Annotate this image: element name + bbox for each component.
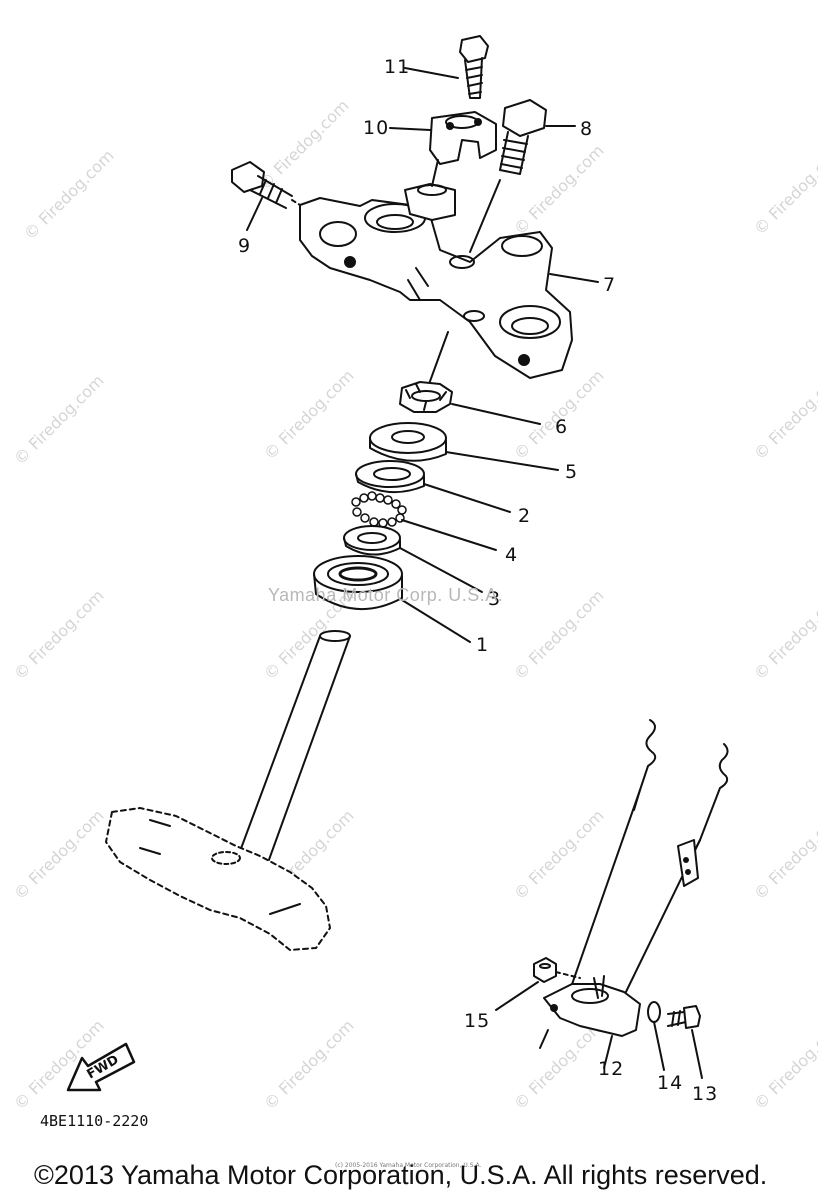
part-3-lower-race bbox=[343, 525, 401, 556]
callout-4: 4 bbox=[505, 544, 519, 566]
part-15-nut bbox=[533, 957, 557, 983]
tiny-copyright: (c) 2005-2016 Yamaha Motor Corporation, … bbox=[335, 1162, 482, 1169]
part-number: 4BE1110-2220 bbox=[40, 1112, 149, 1130]
callout-1: 1 bbox=[476, 634, 490, 656]
leader-7 bbox=[549, 273, 599, 283]
leader-14 bbox=[653, 1021, 665, 1071]
leader-1 bbox=[401, 599, 471, 643]
callout-8: 8 bbox=[580, 118, 594, 140]
under-bracket-stem bbox=[105, 630, 351, 951]
callout-5: 5 bbox=[565, 461, 579, 483]
copyright-text: ©2013 Yamaha Motor Corporation, U.S.A. A… bbox=[34, 1160, 768, 1190]
part-10-holder bbox=[429, 111, 497, 165]
fwd-arrow bbox=[66, 1042, 136, 1092]
callout-15: 15 bbox=[464, 1010, 491, 1032]
part-8-bolt bbox=[499, 99, 547, 175]
leader-9 bbox=[246, 197, 263, 231]
part-14-washer bbox=[647, 1001, 661, 1023]
fork-tube-assembly bbox=[569, 719, 729, 1001]
callout-9: 9 bbox=[238, 235, 252, 257]
leader-3 bbox=[399, 547, 483, 593]
part-1-bearing bbox=[313, 555, 403, 610]
callout-14: 14 bbox=[657, 1072, 684, 1094]
leader-15 bbox=[495, 981, 539, 1011]
callout-7: 7 bbox=[603, 274, 617, 296]
part-9-bolt bbox=[231, 161, 293, 209]
callout-13: 13 bbox=[692, 1083, 719, 1105]
callout-2: 2 bbox=[518, 505, 532, 527]
leader-13 bbox=[691, 1029, 703, 1079]
callout-11: 11 bbox=[384, 56, 411, 78]
leader-5 bbox=[445, 451, 559, 471]
callout-10: 10 bbox=[363, 117, 390, 139]
leader-11 bbox=[404, 67, 459, 79]
callout-12: 12 bbox=[598, 1058, 625, 1080]
center-watermark: Yamaha Motor Corp. U.S.A. bbox=[268, 585, 504, 605]
guide-8 bbox=[469, 179, 501, 253]
part-5-bearing-cover bbox=[369, 422, 447, 462]
part-2-upper-race bbox=[355, 460, 425, 494]
callout-6: 6 bbox=[555, 416, 569, 438]
tube-end bbox=[539, 1029, 549, 1049]
part-4-ball-bearings bbox=[351, 491, 407, 528]
part-6-ring-nut bbox=[399, 381, 453, 413]
part-13-bolt bbox=[667, 1005, 701, 1029]
part-11-bolt bbox=[459, 35, 489, 99]
leader-10 bbox=[389, 127, 431, 131]
guide-15 bbox=[555, 971, 581, 979]
part-7-upper-bracket bbox=[299, 183, 573, 379]
guide-10 bbox=[431, 159, 439, 187]
leader-12 bbox=[603, 1035, 613, 1069]
callout-3: 3 bbox=[488, 588, 502, 610]
leader-6 bbox=[451, 403, 541, 425]
leader-2 bbox=[423, 483, 511, 513]
leader-4 bbox=[401, 519, 497, 551]
part-12-clamp bbox=[543, 975, 641, 1037]
